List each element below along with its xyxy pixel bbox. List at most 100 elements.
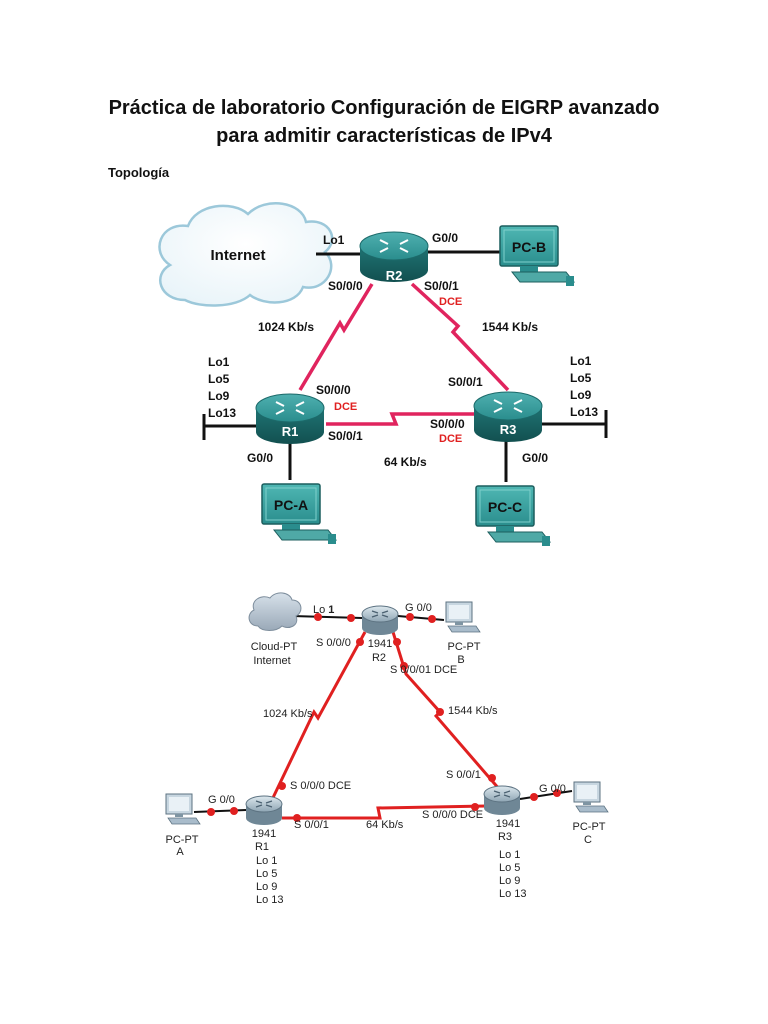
pt-r3-s000-label: S 0/0/0 DCE [422, 809, 483, 821]
r1-label: R1 [282, 424, 299, 439]
pt-r1-loopback: Lo 9 [256, 881, 277, 893]
bw-r1-r2-label: 1024 Kb/s [258, 320, 314, 334]
r1-loopback: Lo13 [208, 406, 236, 420]
serial-r1-r3 [326, 412, 476, 426]
pt-link-pca-r1 [193, 809, 247, 813]
pt-cloud-type: Cloud-PT [251, 641, 298, 653]
serial-r1-r2 [298, 283, 374, 391]
pt-r3-loopback: Lo 5 [499, 862, 520, 874]
pt-pc-b[interactable]: PC-PT B [445, 601, 481, 666]
router-arrows-icon [371, 610, 389, 618]
pt-pcb-type: PC-PT [448, 641, 481, 653]
pt-r2-s000-label: S 0/0/0 [316, 637, 351, 649]
router-arrows-icon [255, 800, 273, 808]
pt-pcb-name: B [457, 654, 464, 666]
pt-r3-loopback: Lo 1 [499, 849, 520, 861]
pt-bw-r2-r3: 1544 Kb/s [448, 705, 498, 717]
pt-router-r1[interactable]: 1941 R1 [245, 795, 283, 853]
pt-r3-s001-label: S 0/0/1 [446, 769, 481, 781]
pt-r3-name: R3 [498, 831, 512, 843]
r3-s001-label: S0/0/1 [448, 375, 483, 389]
router-arrows-icon [275, 401, 305, 415]
pt-r3-loopback-list: Lo 1 Lo 5 Lo 9 Lo 13 [499, 849, 527, 900]
pt-r3-g00-label: G 0/0 [539, 783, 566, 795]
pt-cloud[interactable]: Cloud-PT Internet [248, 592, 302, 667]
pc-b-label: PC-B [512, 239, 546, 255]
router-r3[interactable]: R3 [473, 391, 543, 442]
packet-tracer-topology: Cloud-PT Internet 1941 R2 1941 R1 1941 R… [165, 592, 609, 906]
pt-r2-model: 1941 [368, 638, 392, 650]
pc-a-label: PC-A [274, 497, 308, 513]
r1-loopback-list: Lo1 Lo5 Lo9 Lo13 [208, 355, 236, 420]
cloud-label: Internet [210, 247, 265, 264]
title-line-2: para admitir características de IPv4 [216, 125, 552, 147]
pt-lo1-label: Lo 1 [313, 604, 334, 616]
pt-r1-loopback-list: Lo 1 Lo 5 Lo 9 Lo 13 [256, 855, 284, 906]
pt-pc-c[interactable]: PC-PT C [573, 781, 609, 846]
pt-router-r3[interactable]: 1941 R3 [483, 785, 521, 843]
r3-dce-label: DCE [439, 433, 462, 445]
pt-r1-loopback: Lo 5 [256, 868, 277, 880]
r1-loopback: Lo5 [208, 372, 230, 386]
r3-s000-label: S0/0/0 [430, 417, 465, 431]
pc-a[interactable]: PC-A [261, 483, 338, 544]
router-arrows-icon [493, 399, 523, 413]
pt-r1-name: R1 [255, 841, 269, 853]
pt-link-dots [207, 613, 561, 822]
pt-r1-loopback: Lo 1 [256, 855, 277, 867]
pt-r1-g00-label: G 0/0 [208, 794, 235, 806]
r1-loopback: Lo9 [208, 389, 230, 403]
title-line-1: Práctica de laboratorio Configuración de… [108, 97, 660, 119]
pt-bw-r1-r2: 1024 Kb/s [263, 708, 313, 720]
r1-loopback: Lo1 [208, 355, 230, 369]
pt-link-r2-pcb [397, 615, 445, 621]
pc-c[interactable]: PC-C [475, 485, 552, 546]
pt-pcc-type: PC-PT [573, 821, 606, 833]
router-arrows-icon [493, 790, 511, 798]
pt-serial-r1-r2 [268, 631, 367, 805]
router-r2[interactable]: R2 [359, 231, 429, 283]
pc-b[interactable]: PC-B [499, 225, 576, 286]
pt-r1-s001-label: S 0/0/1 [294, 819, 329, 831]
pt-lo1-number: 1 [328, 604, 334, 616]
r1-g00-label: G0/0 [247, 451, 273, 465]
r1-s000-label: S0/0/0 [316, 383, 351, 397]
pt-r2-g00-label: G 0/0 [405, 602, 432, 614]
pt-pca-name: A [176, 846, 184, 858]
pt-r3-loopback: Lo 13 [499, 888, 527, 900]
internet-cloud: Internet [158, 202, 334, 307]
pt-cloud-name: Internet [253, 655, 290, 667]
serial-r2-r3 [410, 282, 510, 392]
bw-r2-r3-label: 1544 Kb/s [482, 320, 538, 334]
pt-lo1-prefix: Lo [313, 604, 328, 616]
r2-label: R2 [386, 268, 403, 283]
r3-loopback: Lo13 [570, 405, 598, 419]
r2-s001-label: S0/0/1 [424, 279, 459, 293]
page-title: Práctica de laboratorio Configuración de… [0, 94, 768, 150]
r1-dce-label: DCE [334, 401, 357, 413]
pt-r3-model: 1941 [496, 818, 520, 830]
router-arrows-icon [379, 239, 409, 253]
r3-loopback: Lo5 [570, 371, 592, 385]
r2-lo1-label: Lo1 [323, 233, 345, 247]
r2-s000-label: S0/0/0 [328, 279, 363, 293]
bw-r1-r3-label: 64 Kb/s [384, 455, 427, 469]
pt-r2-name: R2 [372, 652, 386, 664]
pt-bw-r1-r3: 64 Kb/s [366, 819, 404, 831]
r2-dce-label: DCE [439, 296, 462, 308]
pt-r2-s001-label: S 0/0/01 DCE [390, 664, 457, 676]
section-heading: Topología [108, 165, 170, 180]
pt-r1-s000-label: S 0/0/0 DCE [290, 780, 351, 792]
r1-s001-label: S0/0/1 [328, 429, 363, 443]
pt-router-r2[interactable]: 1941 R2 [361, 605, 399, 664]
router-r1[interactable]: R1 [255, 393, 325, 444]
pt-pca-type: PC-PT [166, 834, 199, 846]
pt-serial-r1-r3 [282, 804, 487, 820]
r3-loopback: Lo1 [570, 354, 592, 368]
r3-g00-label: G0/0 [522, 451, 548, 465]
pc-c-label: PC-C [488, 499, 522, 515]
r3-loopback: Lo9 [570, 388, 592, 402]
pt-r1-loopback: Lo 13 [256, 894, 284, 906]
pt-pc-a[interactable]: PC-PT A [165, 793, 201, 858]
